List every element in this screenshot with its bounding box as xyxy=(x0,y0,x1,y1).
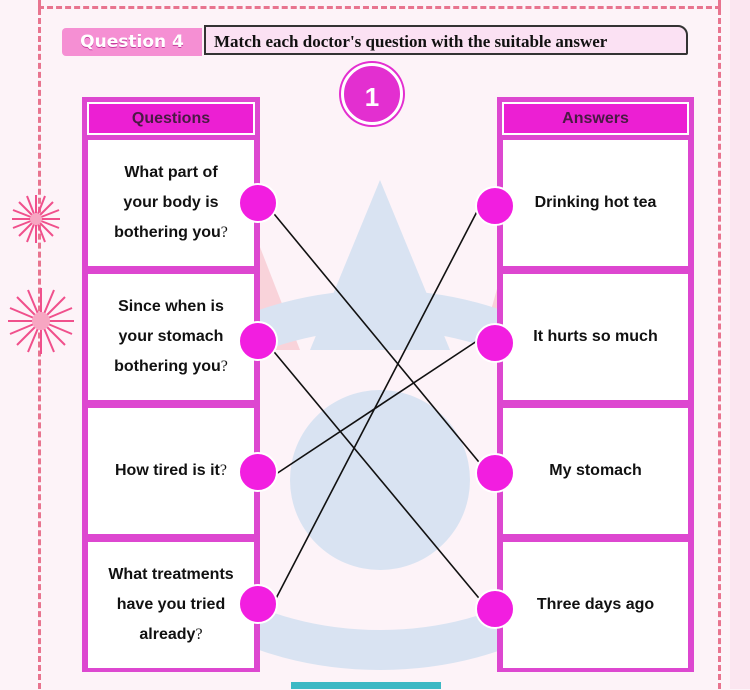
answer-text: Three days ago xyxy=(536,596,655,613)
question-cell-2: Since when is your stomach bothering you… xyxy=(88,274,254,400)
question-cell-3: How tired is it? xyxy=(88,408,254,534)
page-margin xyxy=(730,0,750,689)
flower-decoration-icon xyxy=(8,288,74,354)
question-mark: ? xyxy=(220,358,228,375)
question-3-connector-dot[interactable] xyxy=(238,452,278,492)
question-text: Since when is your stomach bothering you xyxy=(114,298,224,375)
answer-cell-2: It hurts so much xyxy=(503,274,688,400)
answer-cell-1: Drinking hot tea xyxy=(503,140,688,266)
questions-column: Questions What part of your body is both… xyxy=(82,97,260,672)
question-text: What part of your body is bothering you xyxy=(114,164,221,241)
question-1-connector-dot[interactable] xyxy=(238,183,278,223)
question-4-connector-dot[interactable] xyxy=(238,584,278,624)
question-2-connector-dot[interactable] xyxy=(238,321,278,361)
answer-2-connector-dot[interactable] xyxy=(475,323,515,363)
question-mark: ? xyxy=(220,224,228,241)
answers-column: Answers Drinking hot tea It hurts so muc… xyxy=(497,97,694,672)
answer-4-connector-dot[interactable] xyxy=(475,589,515,629)
flower-decoration-icon xyxy=(12,195,60,243)
answer-text: It hurts so much xyxy=(533,328,658,345)
answer-1-connector-dot[interactable] xyxy=(475,186,515,226)
answer-3-connector-dot[interactable] xyxy=(475,453,515,493)
page-frame-top xyxy=(38,6,721,9)
questions-header: Questions xyxy=(87,102,255,135)
question-cell-4: What treatments have you tried already? xyxy=(88,542,254,668)
answer-text: Drinking hot tea xyxy=(534,194,657,211)
answer-text: My stomach xyxy=(549,462,642,479)
question-cell-1: What part of your body is bothering you? xyxy=(88,140,254,266)
answer-cell-4: Three days ago xyxy=(503,542,688,668)
answer-cell-3: My stomach xyxy=(503,408,688,534)
page-frame-right xyxy=(718,0,721,689)
exercise-number-badge: 1 xyxy=(341,63,403,125)
page-frame-left xyxy=(38,0,41,689)
question-text: What treatments have you tried already xyxy=(108,566,234,643)
question-mark: ? xyxy=(195,626,203,643)
question-number-badge: Question 4 xyxy=(62,28,202,56)
bottom-bar xyxy=(291,682,441,689)
answers-header: Answers xyxy=(502,102,689,135)
question-mark: ? xyxy=(219,462,227,479)
question-text: How tired is it xyxy=(114,462,220,479)
question-instruction: Match each doctor's question with the su… xyxy=(204,25,688,55)
